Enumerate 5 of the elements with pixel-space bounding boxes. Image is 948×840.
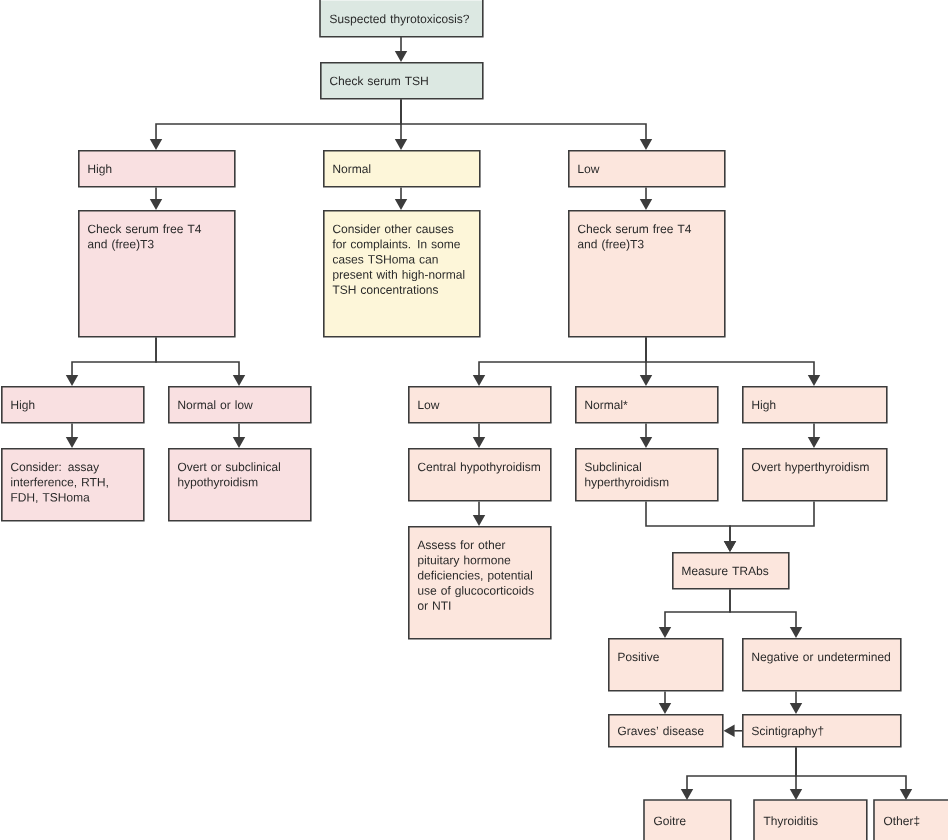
- arrow: [645, 336, 821, 386]
- arrow: [795, 746, 913, 800]
- arrow: [729, 588, 803, 638]
- arrow: [400, 98, 653, 150]
- arrow: [155, 336, 246, 386]
